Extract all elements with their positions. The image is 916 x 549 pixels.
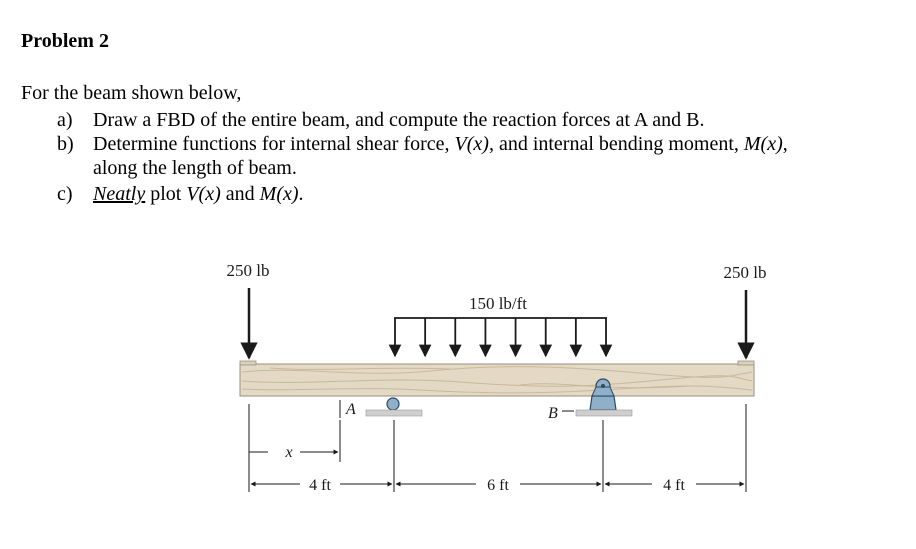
- shear-function: V(x): [454, 133, 489, 155]
- pin-support-b: [589, 395, 617, 411]
- neatly-word: Neatly: [93, 183, 146, 205]
- item-b-line2: along the length of beam.: [93, 157, 297, 179]
- distributed-load-arrows: [388, 318, 613, 358]
- support-b-label: B: [548, 405, 558, 422]
- shear-plot-ref: V(x): [186, 183, 221, 205]
- ground-a: [365, 409, 423, 417]
- problem-intro: For the beam shown below,: [21, 82, 242, 104]
- ground-b: [575, 409, 633, 417]
- list-item-b: b) Determine functions for internal shea…: [57, 132, 897, 180]
- x-label: x: [284, 444, 292, 461]
- dimension-extension-lines: [248, 404, 747, 492]
- item-b-label: b): [57, 133, 74, 155]
- dimension-2: 6 ft: [395, 477, 602, 494]
- beam-wood-grain: [241, 366, 753, 394]
- item-c-mid: and: [220, 183, 260, 205]
- item-b-post: ,: [782, 133, 788, 155]
- item-a-text: Draw a FBD of the entire beam, and compu…: [93, 109, 705, 131]
- dim-1-label: 4 ft: [309, 477, 331, 494]
- item-c-pre: plot: [145, 183, 187, 205]
- item-b-mid: , and internal bending moment,: [488, 133, 744, 155]
- dim-2-label: 6 ft: [487, 477, 509, 494]
- support-a-label: A: [345, 401, 356, 418]
- item-a-label: a): [57, 109, 73, 131]
- item-c-text: Neatly plot V(x) and M(x).: [93, 182, 304, 206]
- left-load-label: 250 lb: [227, 261, 270, 280]
- problem-title: Problem 2: [21, 30, 109, 52]
- dimension-1: 4 ft: [250, 477, 393, 494]
- moment-function: M(x): [743, 133, 783, 155]
- right-load-label: 250 lb: [724, 263, 767, 282]
- dim-3-label: 4 ft: [663, 477, 685, 494]
- item-b-pre: Determine functions for internal shear f…: [93, 133, 455, 155]
- dimension-3: 4 ft: [604, 477, 745, 494]
- item-b-text: Determine functions for internal shear f…: [93, 132, 788, 156]
- moment-plot-ref: M(x): [259, 183, 299, 205]
- list-item-a: a) Draw a FBD of the entire beam, and co…: [57, 108, 897, 132]
- distributed-load-label: 150 lb/ft: [469, 294, 527, 313]
- item-c-post: .: [298, 183, 304, 205]
- list-item-c: c) Neatly plot V(x) and M(x).: [57, 182, 897, 206]
- roller-support-a: [386, 397, 400, 411]
- item-c-label: c): [57, 183, 73, 205]
